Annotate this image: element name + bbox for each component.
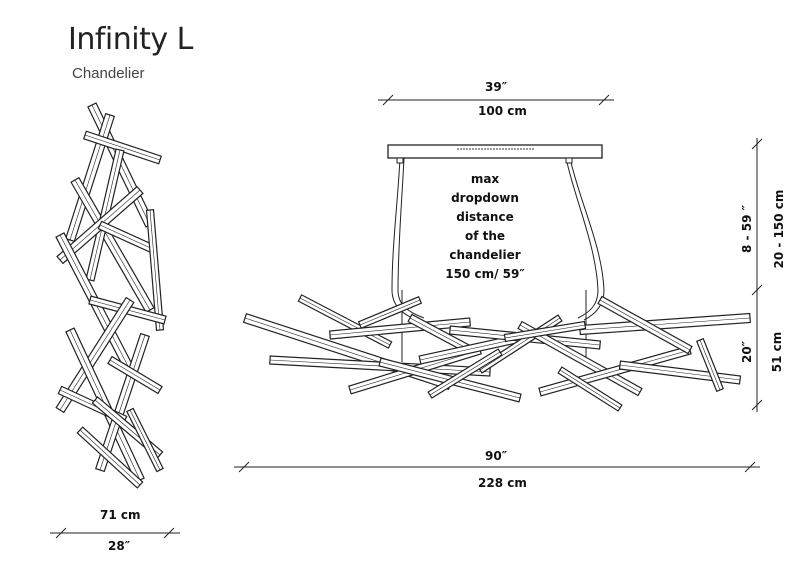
light-rod-edge (504, 324, 586, 339)
canopy-dot (457, 148, 459, 150)
light-rod-edge (599, 299, 691, 351)
canopy-dot (499, 148, 501, 150)
max-dropdown-note: max dropdown distance of the chandelier … (440, 170, 530, 284)
canopy-dot (463, 148, 465, 150)
dimension-lines (50, 94, 763, 539)
light-rod-edge (329, 321, 471, 336)
light-rod-edge (129, 409, 161, 471)
canopy-dot (466, 148, 468, 150)
body-height-inch-label: 20″ (740, 340, 754, 364)
canopy-dot (484, 148, 486, 150)
side-width-cm-label: 71 cm (100, 508, 141, 522)
note-line: distance (456, 210, 514, 224)
light-rod-edge (479, 317, 561, 371)
light-rod-edge (359, 299, 421, 326)
light-rod-edge (99, 334, 146, 471)
canopy-dot (511, 148, 513, 150)
light-rod-edge (699, 339, 721, 391)
canopy-dot (523, 148, 525, 150)
total-width-inch-label: 90″ (485, 449, 508, 463)
canopy-width-cm-label: 100 cm (478, 104, 527, 118)
drop-cm-label: 20 - 150 cm (772, 189, 786, 269)
canopy-dot (460, 148, 462, 150)
side-width-inch-label: 28″ (108, 539, 131, 553)
total-width-cm-label: 228 cm (478, 476, 527, 490)
note-line: 150 cm/ 59″ (445, 267, 525, 281)
canopy-dot (520, 148, 522, 150)
canopy-dot (481, 148, 483, 150)
light-rod-edge (409, 317, 471, 351)
canopy-dot (526, 148, 528, 150)
light-rod-edge (579, 317, 751, 331)
canopy-width-inch-label: 39″ (485, 80, 508, 94)
light-rod-edge (299, 297, 391, 346)
canopy-dot (493, 148, 495, 150)
body-height-cm-label: 51 cm (770, 331, 784, 373)
canopy-dots (457, 148, 534, 150)
canopy-dot (478, 148, 480, 150)
light-rod-edge (84, 134, 161, 161)
light-rod-edge (109, 359, 161, 391)
canopy-dot (490, 148, 492, 150)
light-rod-edge (74, 179, 151, 311)
note-line: chandelier (449, 248, 521, 262)
canopy-dot (472, 148, 474, 150)
side-view-illustration (55, 102, 167, 489)
note-line: of the (464, 229, 506, 243)
canopy-dot (475, 148, 477, 150)
light-rod-edge (99, 224, 156, 251)
ceiling-canopy (387, 144, 603, 159)
canopy-dot (532, 148, 534, 150)
light-rod-edge (69, 114, 111, 241)
note-line: dropdown (451, 191, 519, 205)
canopy-dot (505, 148, 507, 150)
canopy-dot (514, 148, 516, 150)
product-title: Infinity L (68, 22, 193, 57)
canopy-dot (487, 148, 489, 150)
canopy-dot (517, 148, 519, 150)
canopy-dot (508, 148, 510, 150)
light-rod-edge (539, 349, 691, 393)
canopy-dot (529, 148, 531, 150)
product-subtitle: Chandelier (72, 65, 145, 82)
light-rods (242, 294, 751, 412)
front-view-illustration (242, 144, 751, 412)
drop-inch-label: 8 - 59 ″ (740, 205, 754, 253)
light-rod-edge (79, 429, 141, 486)
light-rod-edge (619, 364, 741, 381)
light-rod-edge (559, 369, 621, 409)
light-rod-edge (429, 351, 501, 396)
canopy-dot (496, 148, 498, 150)
canopy-dot (469, 148, 471, 150)
light-rod-edge (149, 209, 161, 331)
canopy-dot (502, 148, 504, 150)
note-line: max (470, 172, 500, 186)
